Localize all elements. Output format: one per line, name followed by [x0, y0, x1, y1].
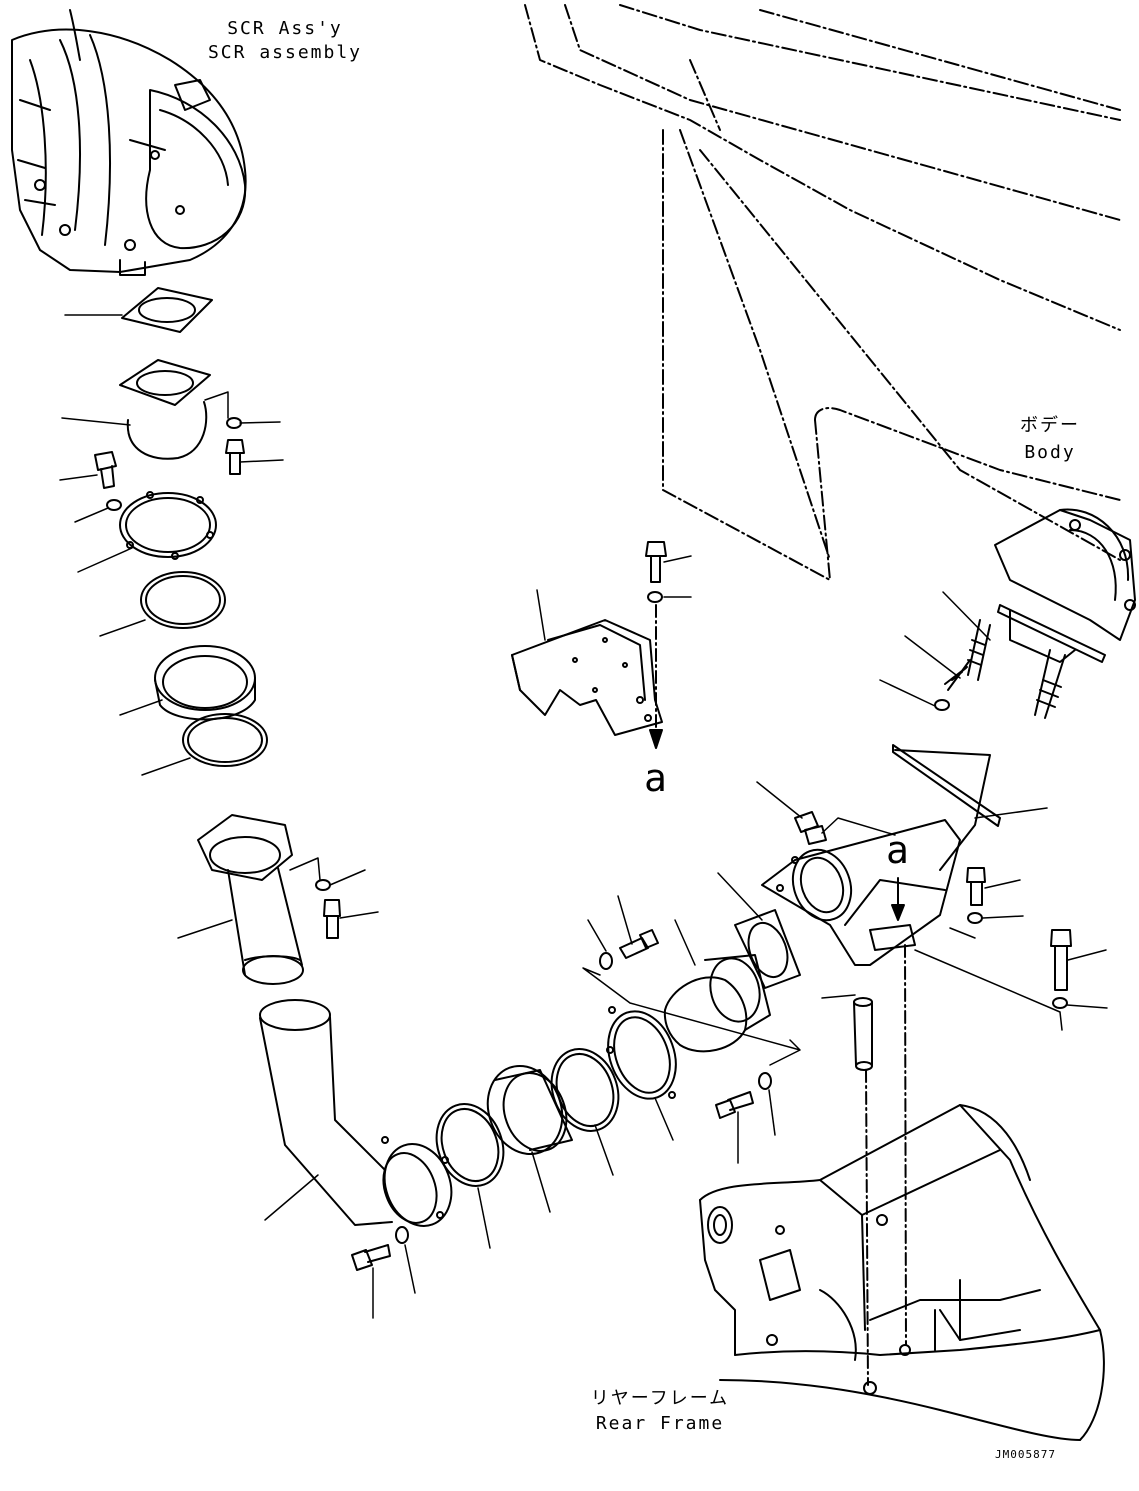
upper-bracket	[511, 619, 663, 736]
seal-ring-1	[140, 571, 226, 629]
gasket-right	[734, 909, 801, 989]
drawing-id: JM005877	[995, 1448, 1056, 1461]
clamp-left	[154, 645, 256, 721]
ref-a-lower: a	[886, 828, 909, 872]
flanged-elbow	[119, 359, 211, 460]
upper-pipe	[197, 814, 304, 985]
elbow-flange	[381, 1136, 453, 1227]
bolt-upper-bracket	[645, 541, 667, 603]
leader-lines	[59, 314, 1108, 1319]
washer-upper-right	[934, 699, 950, 711]
body-outline	[524, 4, 1121, 581]
rear-frame-label-en: Rear Frame	[595, 1413, 725, 1434]
nut-2	[794, 811, 819, 833]
clamp-right	[486, 1064, 573, 1156]
scr-assembly-label-en: SCR assembly	[207, 42, 363, 63]
spacer-tube	[853, 997, 873, 1071]
body-bracket	[994, 508, 1136, 641]
scr-assembly-label-jp: SCR Ass'y	[227, 18, 343, 39]
rear-frame	[699, 1104, 1105, 1441]
seal-ring-2	[182, 713, 268, 767]
mounting-plate	[967, 604, 1106, 719]
body-label-en: Body	[1024, 442, 1076, 463]
flange-ring-left	[119, 491, 217, 560]
seal-ring-4	[550, 1048, 620, 1132]
flange-ring-right	[606, 1006, 677, 1100]
ref-a-upper: a	[644, 756, 667, 800]
scr-assembly-illustration	[11, 9, 247, 276]
tail-pipe	[761, 744, 1001, 966]
gasket-top	[121, 287, 213, 333]
spring	[944, 659, 971, 691]
elbow-pipe	[259, 999, 393, 1226]
body-label-jp: ボデー	[1020, 415, 1080, 436]
seal-ring-3	[435, 1103, 505, 1187]
rear-frame-label-jp: リヤーフレーム	[590, 1388, 730, 1409]
